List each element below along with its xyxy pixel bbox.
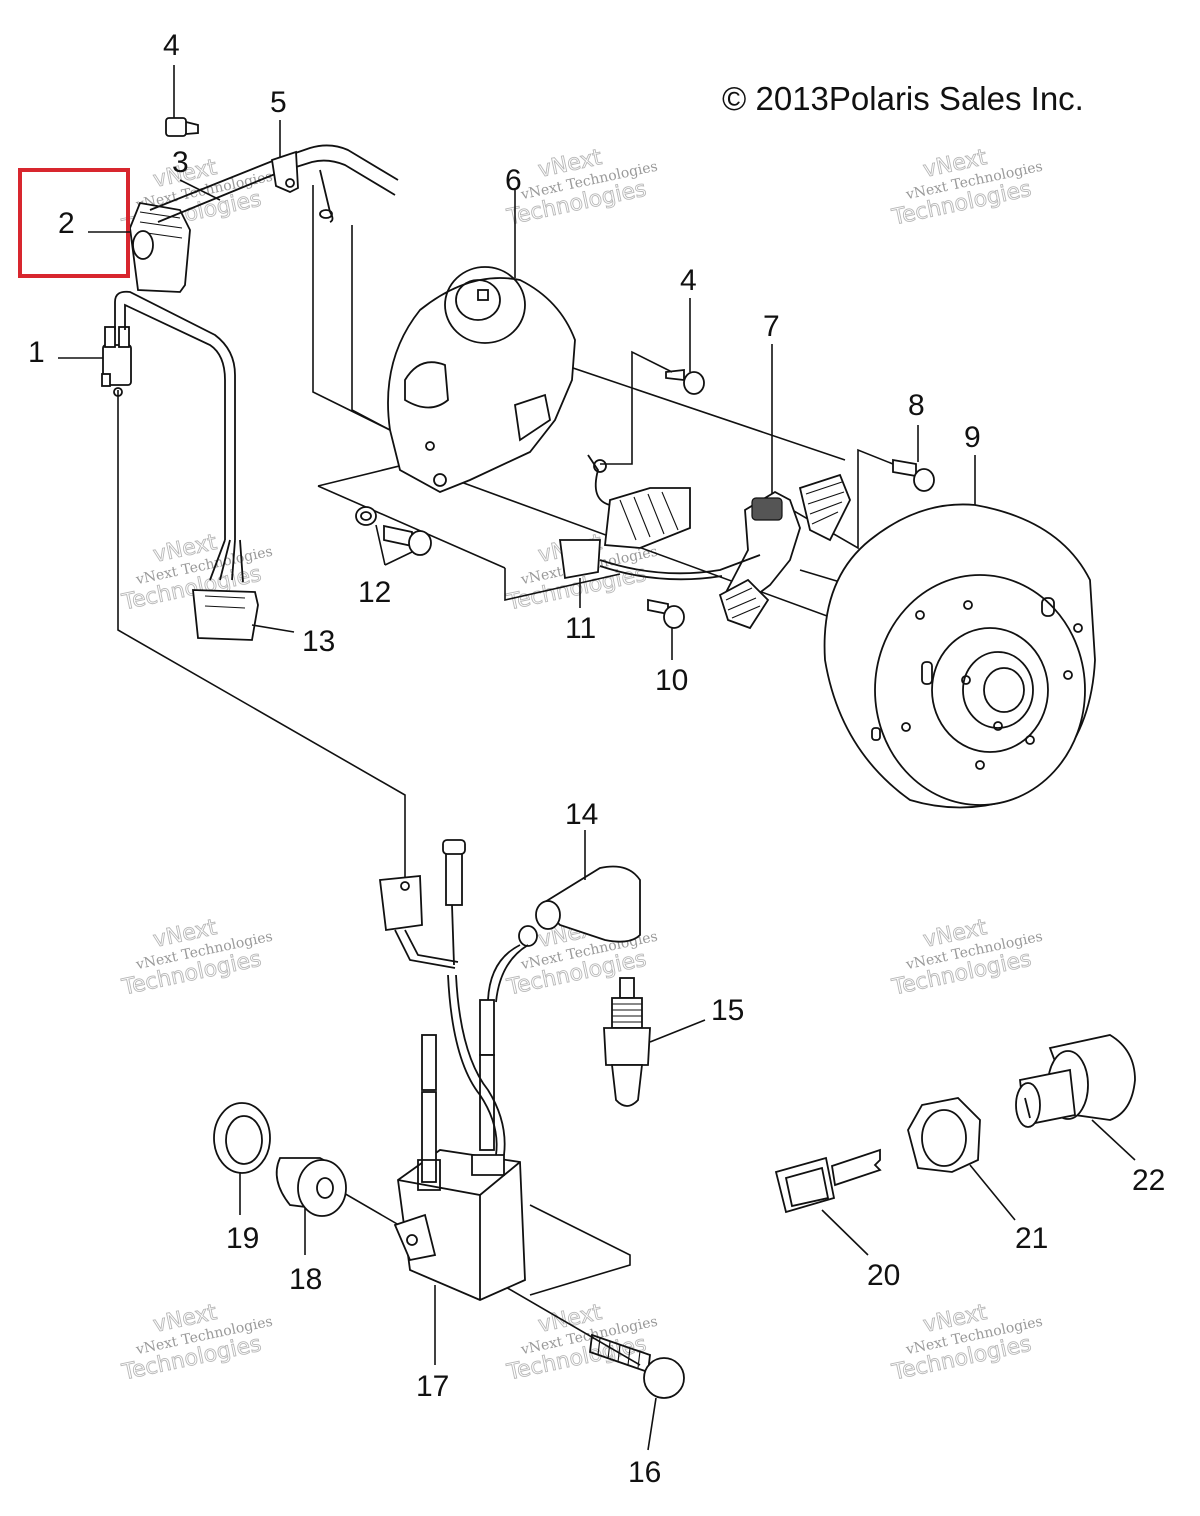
callout-18[interactable]: 18 [289, 1263, 322, 1296]
part-20-key [774, 1148, 882, 1256]
part-4-screw-b [665, 298, 705, 395]
callouts: 1 2 3 4 5 6 4 7 8 9 12 11 13 10 14 15 22… [28, 29, 1165, 1489]
leader-3 [179, 179, 221, 201]
callout-20[interactable]: 20 [867, 1259, 900, 1292]
part-21-nut [907, 1097, 1016, 1221]
callout-5[interactable]: 5 [270, 86, 287, 119]
part-14-plug-cap [487, 830, 641, 1003]
part-2-grommet [129, 201, 191, 293]
part-18-bushing [275, 1157, 347, 1255]
callout-22[interactable]: 22 [1132, 1164, 1165, 1197]
watermark-3: vNext vNext Technologies Technologies [889, 145, 1044, 231]
callout-15[interactable]: 15 [711, 994, 744, 1027]
callout-8[interactable]: 8 [908, 389, 925, 422]
watermark-10: vNext vNext Technologies Technologies [119, 1300, 274, 1386]
callout-3[interactable]: 3 [172, 146, 189, 179]
callout-14[interactable]: 14 [565, 798, 598, 831]
copyright-text: © 2013Polaris Sales Inc. [722, 80, 1084, 117]
callout-17[interactable]: 17 [416, 1370, 449, 1403]
callout-10[interactable]: 10 [655, 664, 688, 697]
part-10-screw [647, 598, 685, 660]
part-13-connector [191, 589, 295, 641]
watermark-7: vNext vNext Technologies Technologies [119, 915, 274, 1001]
part-3-cable [114, 144, 399, 583]
part-5-clamp [270, 150, 299, 193]
callout-9[interactable]: 9 [964, 421, 981, 454]
watermarks: vNext vNext Technologies Technologies vN… [119, 145, 1044, 1386]
part-17-ignition-coil [378, 839, 526, 1365]
callout-6[interactable]: 6 [505, 164, 522, 197]
part-12-screw-washer [355, 506, 432, 566]
callout-19[interactable]: 19 [226, 1222, 259, 1255]
part-9-flywheel [823, 455, 1096, 809]
callout-1[interactable]: 1 [28, 336, 45, 369]
callout-2[interactable]: 2 [58, 207, 75, 240]
part-7-stator-coil [718, 344, 851, 630]
part-15-spark-plug [603, 977, 706, 1107]
part-8-screw [892, 425, 935, 492]
part-11-pickup [558, 454, 761, 608]
part-4-screw-a [165, 65, 199, 137]
callout-4-right[interactable]: 4 [680, 264, 697, 297]
callout-13[interactable]: 13 [302, 625, 335, 658]
callout-16[interactable]: 16 [628, 1456, 661, 1489]
part-19-washer [213, 1102, 271, 1215]
part-22-switch [1015, 1034, 1136, 1161]
watermark-9: vNext vNext Technologies Technologies [889, 915, 1044, 1001]
part-6-stator-plate [387, 190, 576, 493]
part-1-connector [58, 326, 132, 397]
callout-11[interactable]: 11 [565, 612, 596, 645]
watermark-2: vNext vNext Technologies Technologies [504, 145, 659, 231]
watermark-12: vNext vNext Technologies Technologies [889, 1300, 1044, 1386]
callout-12[interactable]: 12 [358, 576, 391, 609]
callout-21[interactable]: 21 [1015, 1222, 1048, 1255]
selected-part-highlight[interactable] [18, 168, 130, 278]
part-16-bolt [589, 1333, 685, 1451]
watermark-11: vNext vNext Technologies Technologies [504, 1300, 659, 1386]
callout-4-top[interactable]: 4 [163, 29, 180, 62]
callout-7[interactable]: 7 [763, 310, 780, 343]
